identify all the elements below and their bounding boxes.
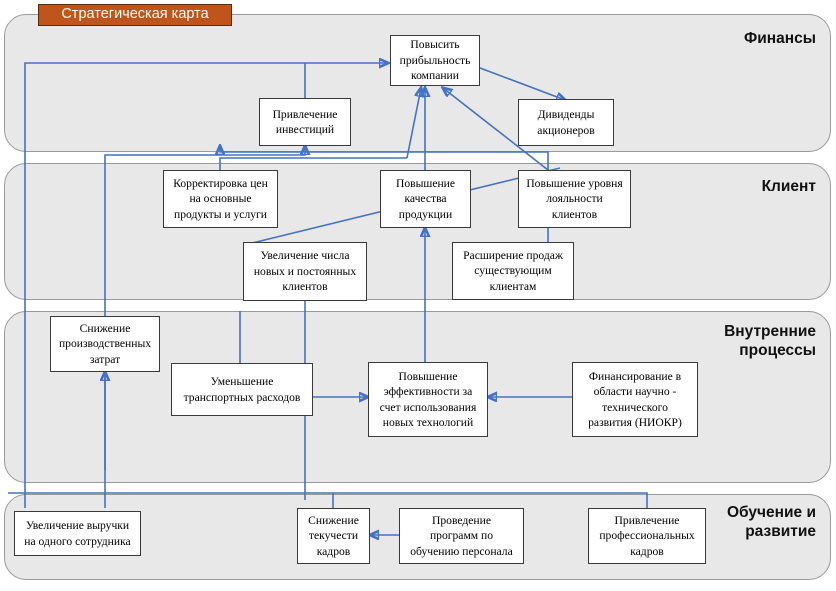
node-new-tech[interactable]: Повышение эффективности за счет использо… xyxy=(368,362,488,437)
perspective-label-finance: Финансы xyxy=(744,30,816,47)
node-quality[interactable]: Повышение качества продукции xyxy=(380,170,471,228)
wire-loyalty-to-profit xyxy=(443,88,549,171)
node-revenue-per-employee[interactable]: Увеличение выручки на одного сотрудника xyxy=(14,511,141,556)
page-title: Стратегическая карта xyxy=(38,4,232,26)
node-training[interactable]: Проведение программ по обучению персонал… xyxy=(399,508,524,564)
node-price-adjust[interactable]: Корректировка цен на основные продукты и… xyxy=(163,170,278,228)
node-investments[interactable]: Привлечение инвестиций xyxy=(259,98,351,146)
node-profit[interactable]: Повысить прибыльность компании xyxy=(390,35,480,86)
perspective-label-internal: Внутренние процессы xyxy=(724,323,816,360)
node-rnd-funding[interactable]: Финансирование в области научно - технич… xyxy=(572,362,698,437)
node-turnover[interactable]: Снижение текучести кадров xyxy=(297,508,370,564)
node-upsell[interactable]: Расширение продаж существующим клиентам xyxy=(452,242,574,300)
node-hiring[interactable]: Привлечение профессиональных кадров xyxy=(588,508,706,564)
node-new-clients[interactable]: Увеличение числа новых и постоянных клие… xyxy=(243,242,367,301)
wire-hiring-rail xyxy=(8,492,648,508)
node-dividends[interactable]: Дивиденды акционеров xyxy=(518,99,614,146)
perspective-label-client: Клиент xyxy=(761,178,816,195)
node-prod-costs[interactable]: Снижение производственных затрат xyxy=(50,316,160,372)
wire-price-diag-to-profit xyxy=(406,88,421,159)
wire-price-to-profit xyxy=(219,157,407,170)
wire-revenue-to-profit xyxy=(24,63,388,508)
wire-profit-to-dividends xyxy=(479,67,565,100)
node-transport[interactable]: Уменьшение транспортных расходов xyxy=(171,363,313,416)
perspective-label-learning: Обучение и развитие xyxy=(726,504,816,541)
node-loyalty[interactable]: Повышение уровня лояльности клиентов xyxy=(518,170,631,228)
